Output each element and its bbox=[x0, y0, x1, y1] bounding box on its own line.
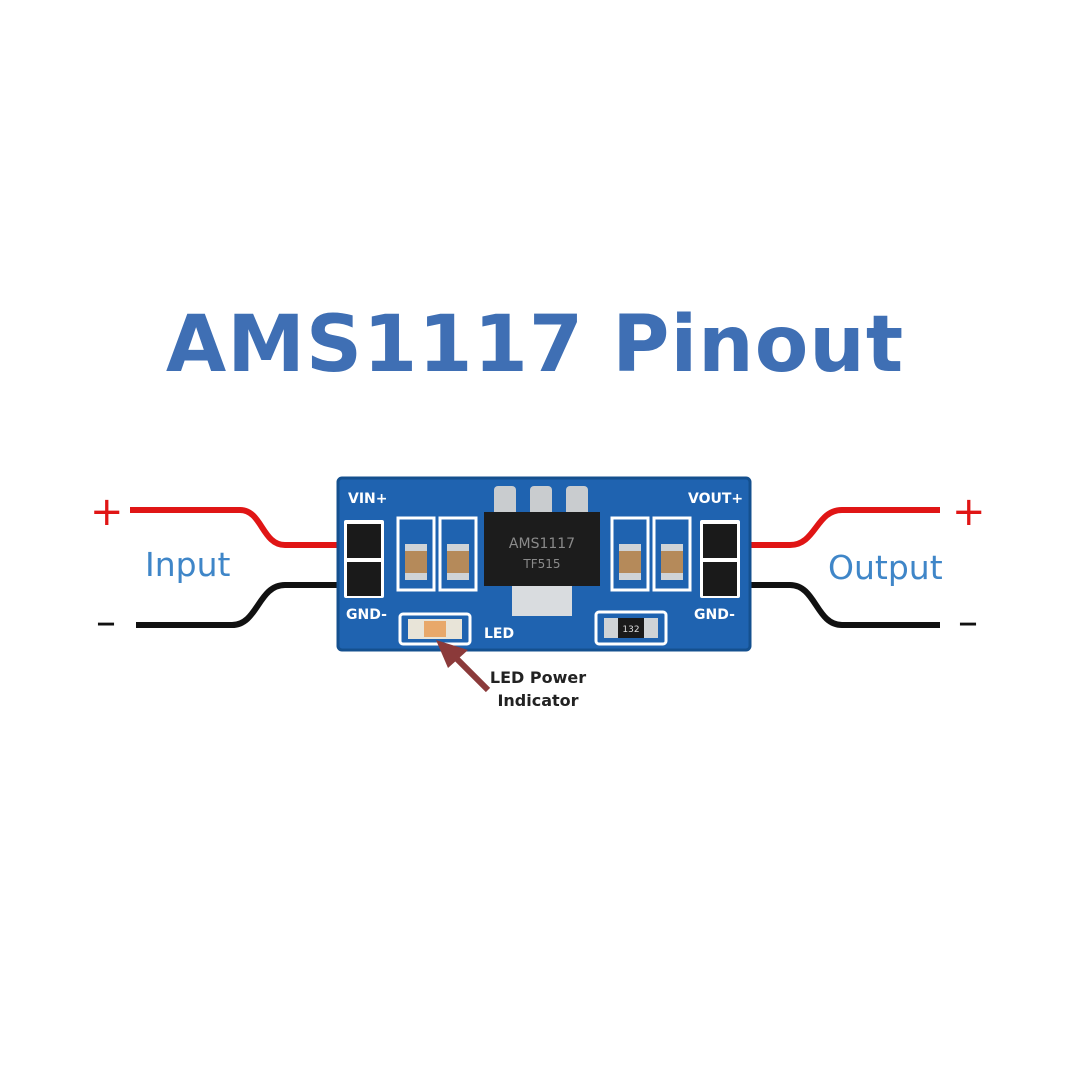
page-title: AMS1117 Pinout bbox=[165, 300, 905, 390]
input-positive-wire bbox=[130, 507, 350, 548]
silk-led: LED bbox=[484, 626, 514, 642]
output-minus-sign: – bbox=[958, 599, 978, 645]
resistor-code: 132 bbox=[622, 625, 639, 635]
chip-marking-model: AMS1117 bbox=[509, 536, 575, 552]
chip-marking-code: TF515 bbox=[522, 557, 560, 571]
led-callout-line2: Indicator bbox=[497, 691, 579, 710]
capacitor-1 bbox=[396, 516, 436, 592]
resistor-component: 132 bbox=[594, 610, 668, 646]
silk-vout: VOUT+ bbox=[688, 491, 743, 507]
capacitor-4 bbox=[652, 516, 692, 592]
input-label: Input bbox=[145, 545, 231, 584]
output-plus-sign: + bbox=[952, 489, 986, 535]
pcb-edge bbox=[336, 476, 752, 652]
capacitor-2 bbox=[438, 516, 478, 592]
input-plus-sign: + bbox=[90, 489, 124, 535]
output-negative-wire bbox=[722, 582, 940, 628]
regulator-chip: AMS1117 TF515 bbox=[484, 486, 600, 616]
led-callout-line1: LED Power bbox=[489, 668, 587, 687]
led-component bbox=[398, 612, 472, 646]
silk-vin: VIN+ bbox=[348, 491, 388, 507]
output-label: Output bbox=[828, 548, 943, 587]
silk-gnd-in: GND- bbox=[346, 607, 387, 623]
input-negative-wire bbox=[136, 582, 350, 628]
led-callout: LED Power Indicator bbox=[470, 666, 606, 712]
input-header bbox=[344, 520, 384, 598]
output-positive-wire bbox=[722, 507, 940, 548]
silk-gnd-out: GND- bbox=[694, 607, 735, 623]
output-header bbox=[700, 520, 740, 598]
capacitor-3 bbox=[610, 516, 650, 592]
arrow-pointer-icon bbox=[436, 640, 491, 693]
input-minus-sign: – bbox=[96, 599, 116, 645]
